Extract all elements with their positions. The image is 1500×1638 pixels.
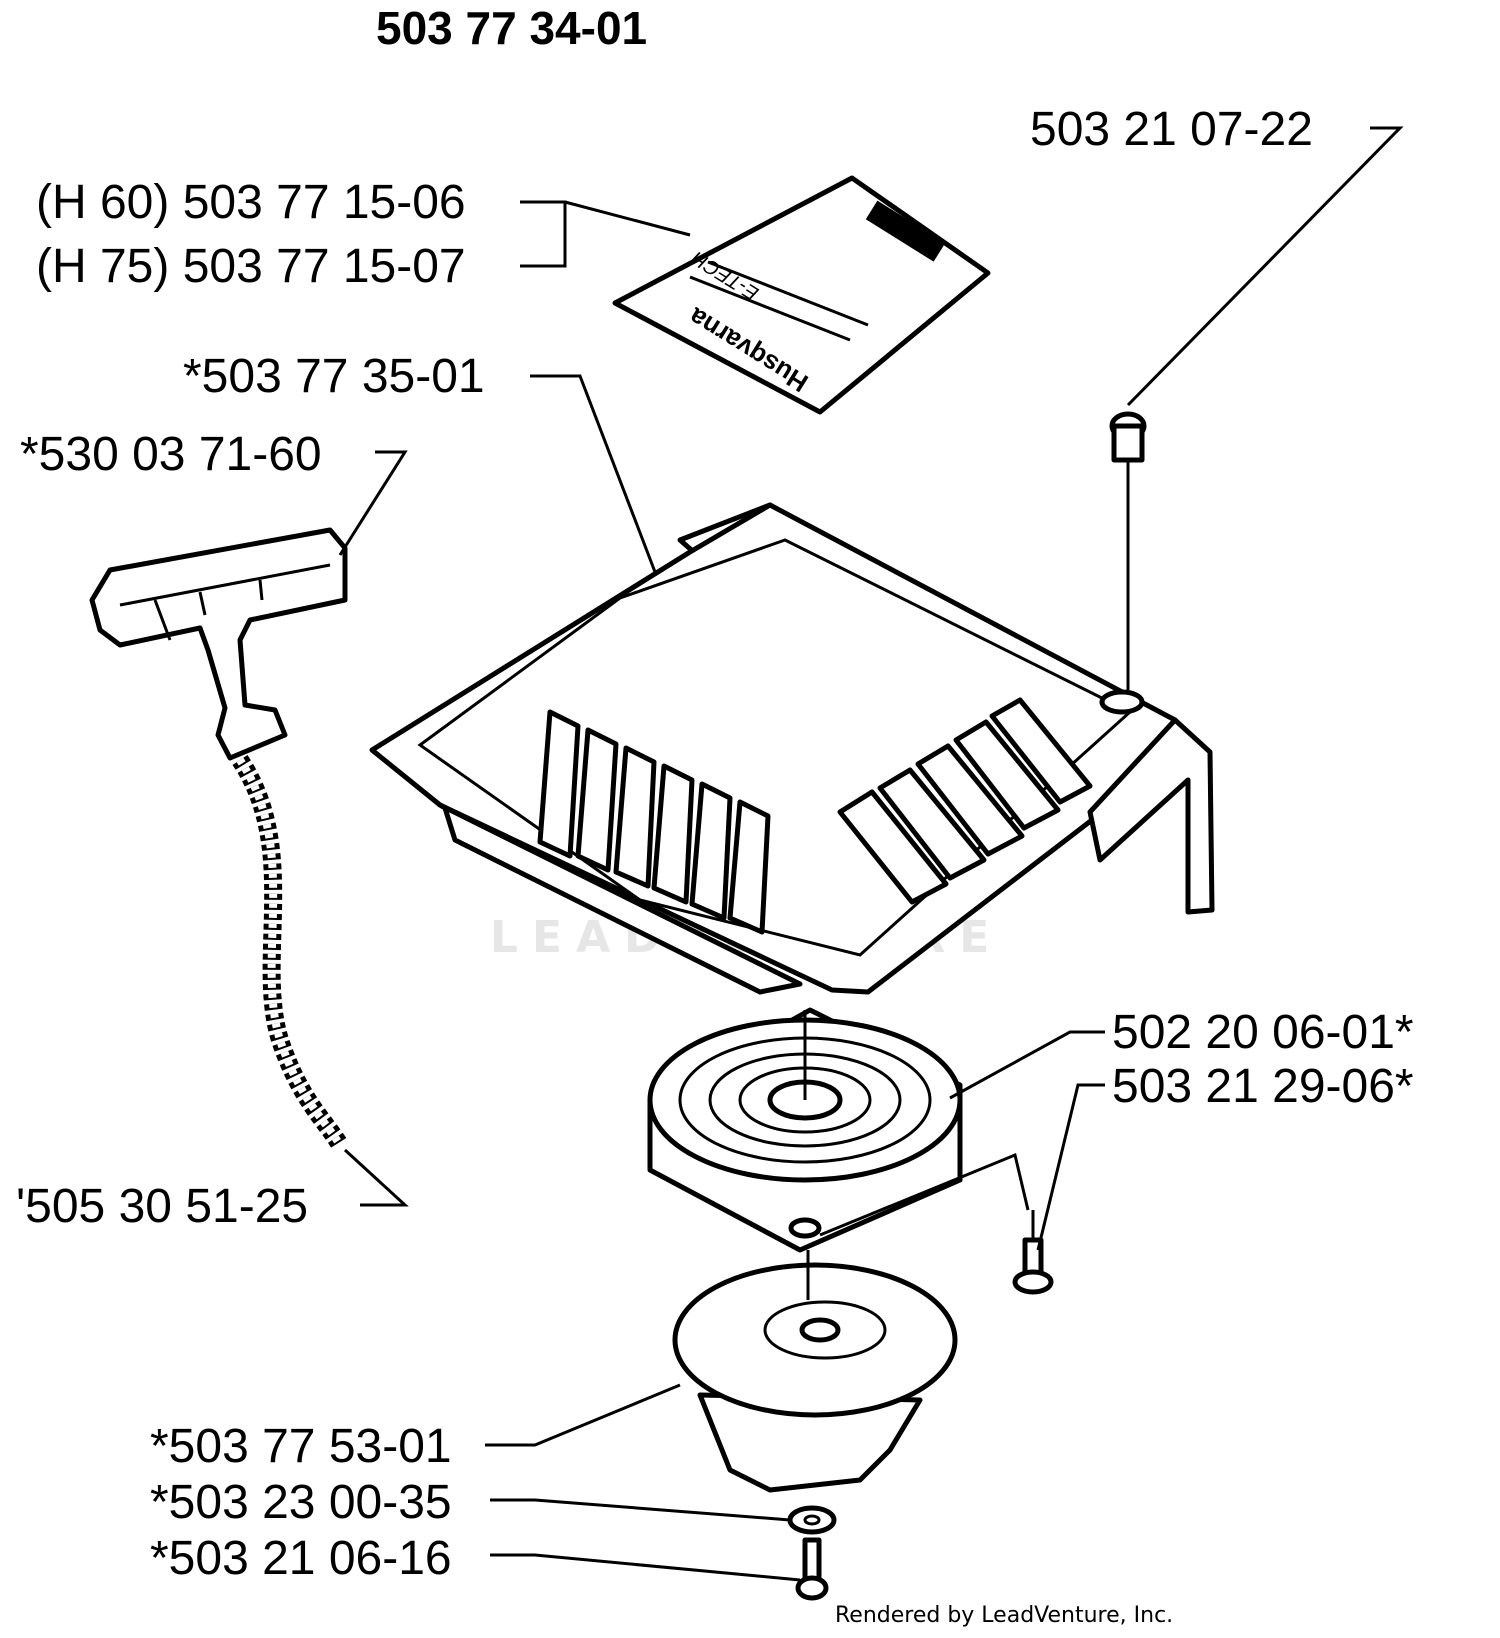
starter-rope[interactable]	[232, 755, 348, 1150]
label-spring-screw: 503 21 29-06*	[1112, 1060, 1414, 1113]
label-pulley: *503 77 53-01	[150, 1420, 452, 1473]
top-screw[interactable]	[1109, 411, 1147, 690]
rewind-spring[interactable]	[647, 1007, 963, 1253]
starter-handle[interactable]	[89, 527, 348, 761]
washer[interactable]	[787, 1505, 837, 1535]
label-decal-h60: (H 60) 503 77 15-06	[36, 176, 466, 229]
label-rope: '505 30 51-25	[16, 1180, 308, 1233]
label-center-screw: *503 21 06-16	[150, 1532, 452, 1585]
leader-lines	[338, 126, 1404, 1582]
label-handle: *530 03 71-60	[20, 428, 322, 481]
starter-pulley[interactable]	[672, 1250, 958, 1493]
label-washer: *503 23 00-35	[150, 1476, 452, 1529]
assembly-number: 503 77 34-01	[376, 2, 647, 54]
label-cover: *503 77 35-01	[183, 350, 485, 403]
decal[interactable]: Husqvarna E-TECH	[612, 175, 991, 415]
credit-line: Rendered by LeadVenture, Inc.	[835, 1603, 1173, 1628]
cover-vents-right	[837, 697, 1093, 905]
label-spring: 502 20 06-01*	[1112, 1006, 1414, 1059]
cover-vents-left	[537, 709, 771, 935]
starter-cover[interactable]	[369, 502, 1215, 995]
label-top-screw: 503 21 07-22	[1030, 103, 1313, 156]
center-screw[interactable]	[795, 1537, 829, 1601]
label-decal-h75: (H 75) 503 77 15-07	[36, 240, 466, 293]
